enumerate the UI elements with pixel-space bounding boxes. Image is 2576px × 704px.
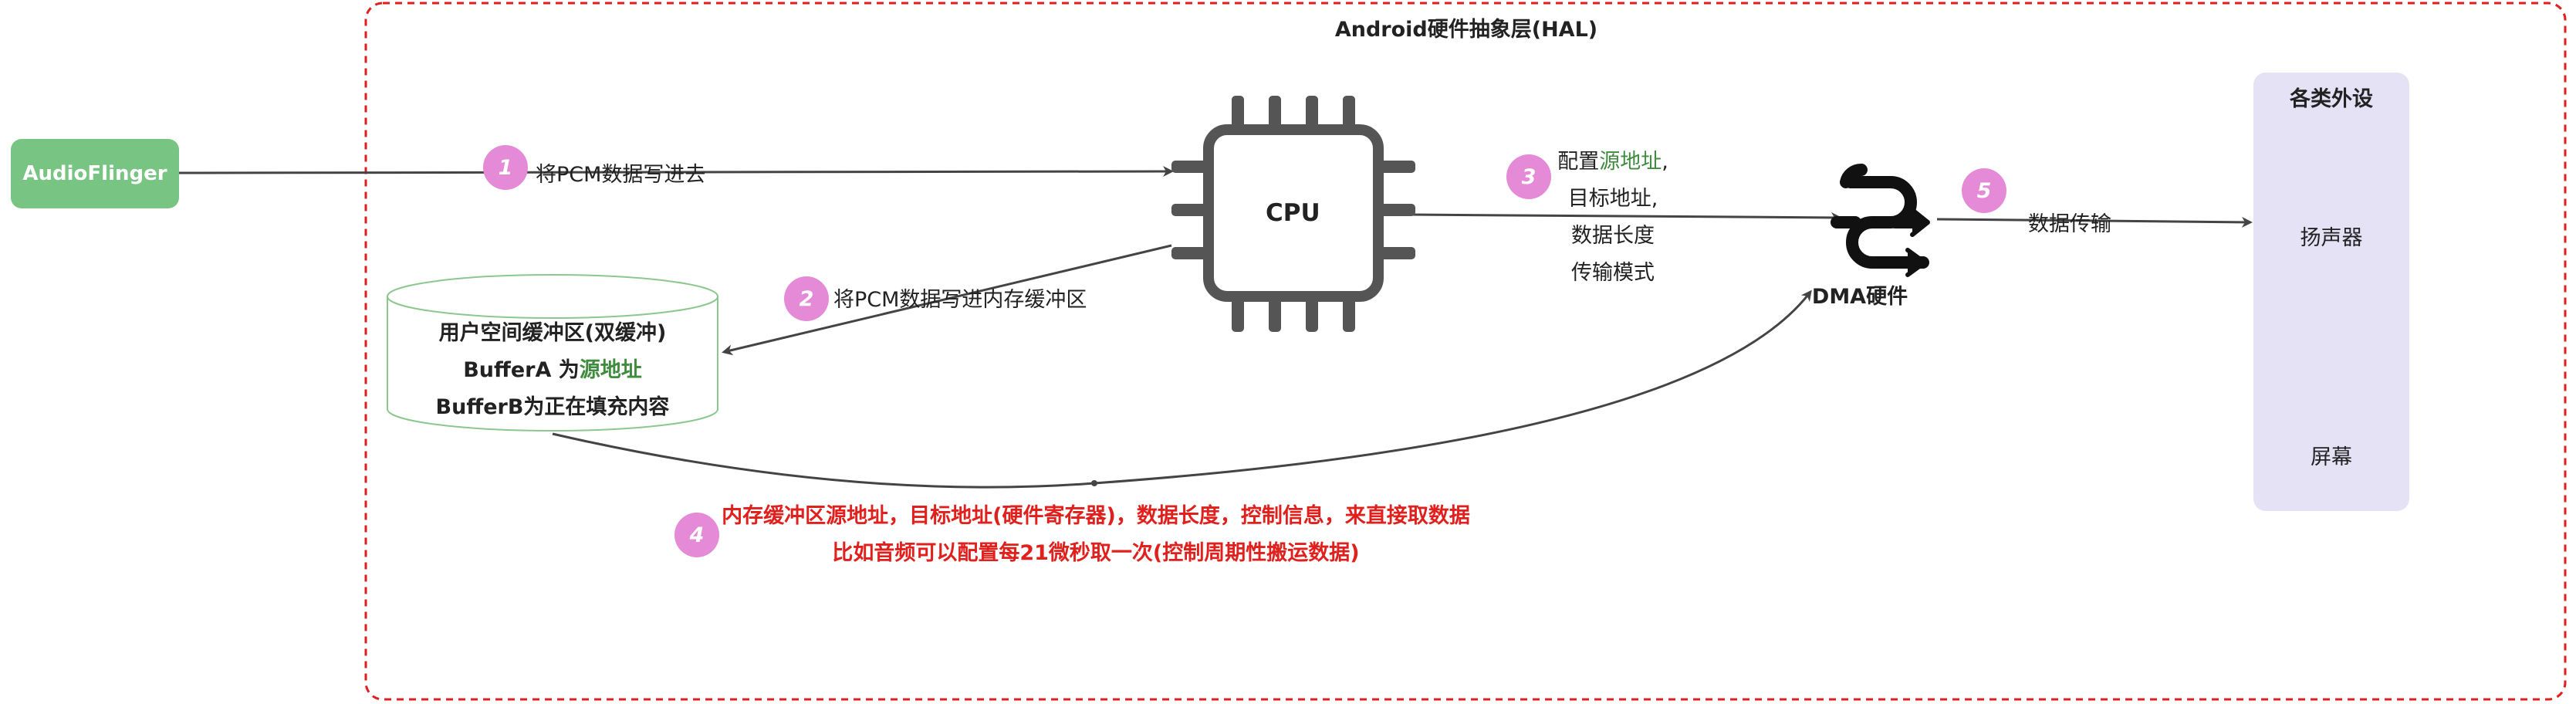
dma-label: DMA硬件 — [1811, 285, 1908, 309]
dma-icon — [1831, 164, 1930, 277]
cpu-chip-icon — [1171, 96, 1415, 332]
buffer-line-1: 用户空间缓冲区(双缓冲) — [438, 321, 667, 345]
config-suffix: , — [1662, 150, 1668, 174]
step-badge-1: 1 — [483, 145, 528, 190]
audioflinger-node[interactable]: AudioFlinger — [11, 139, 179, 208]
arrow-data-transfer — [1936, 216, 2253, 228]
peripherals-title: 各类外设 — [2290, 87, 2373, 111]
buffer-line-2: BufferA 为源地址 — [387, 352, 718, 389]
user-buffer-text: 用户空间缓冲区(双缓冲) BufferA 为源地址 BufferB为正在填充内容 — [387, 315, 718, 426]
buffer-line-3: BufferB为正在填充内容 — [435, 395, 670, 419]
peripherals-panel — [2253, 73, 2409, 511]
screen-label: 屏幕 — [2311, 445, 2352, 469]
step-4-line-1: 内存缓冲区源地址，目标地址(硬件寄存器)，数据长度，控制信息，来直接取数据 — [722, 504, 1470, 528]
arrow-dma-fetch — [552, 289, 1812, 489]
step-badge-3: 3 — [1506, 154, 1551, 199]
step-2-label: 将PCM数据写进内存缓冲区 — [833, 288, 1087, 312]
cpu-label: CPU — [1266, 199, 1320, 227]
arrow-write-buffer — [722, 244, 1172, 356]
config-line-1: 配置源地址, — [1536, 144, 1690, 181]
config-source: 源地址 — [1599, 150, 1662, 174]
speaker-label: 扬声器 — [2300, 226, 2363, 250]
buffer-a-label: BufferA 为 — [463, 358, 580, 382]
hal-title: Android硬件抽象层(HAL) — [1334, 18, 1598, 42]
audioflinger-label: AudioFlinger — [22, 162, 167, 185]
config-line-4: 传输模式 — [1571, 261, 1655, 285]
user-buffer-cylinder — [387, 274, 718, 432]
arrow-configure-dma — [1408, 212, 1842, 223]
step-3-config-text: 配置源地址, 目标地址, 数据长度 传输模式 — [1536, 144, 1690, 292]
step-badge-2: 2 — [784, 276, 829, 321]
config-line-2: 目标地址, — [1567, 187, 1658, 211]
config-prefix: 配置 — [1557, 150, 1600, 174]
step-badge-4: 4 — [674, 513, 719, 557]
arrow-write-pcm — [178, 166, 1174, 178]
config-line-3: 数据长度 — [1571, 224, 1655, 248]
step-5-label: 数据传输 — [2028, 212, 2111, 236]
buffer-a-source: 源地址 — [579, 358, 642, 382]
step-badge-5: 5 — [1962, 168, 2006, 213]
step-1-label: 将PCM数据写进去 — [536, 163, 706, 187]
step-4-line-2: 比如音频可以配置每21微秒取一次(控制周期性搬运数据) — [832, 541, 1360, 565]
hal-boundary — [364, 2, 2567, 701]
curve-waypoint — [1091, 480, 1097, 486]
